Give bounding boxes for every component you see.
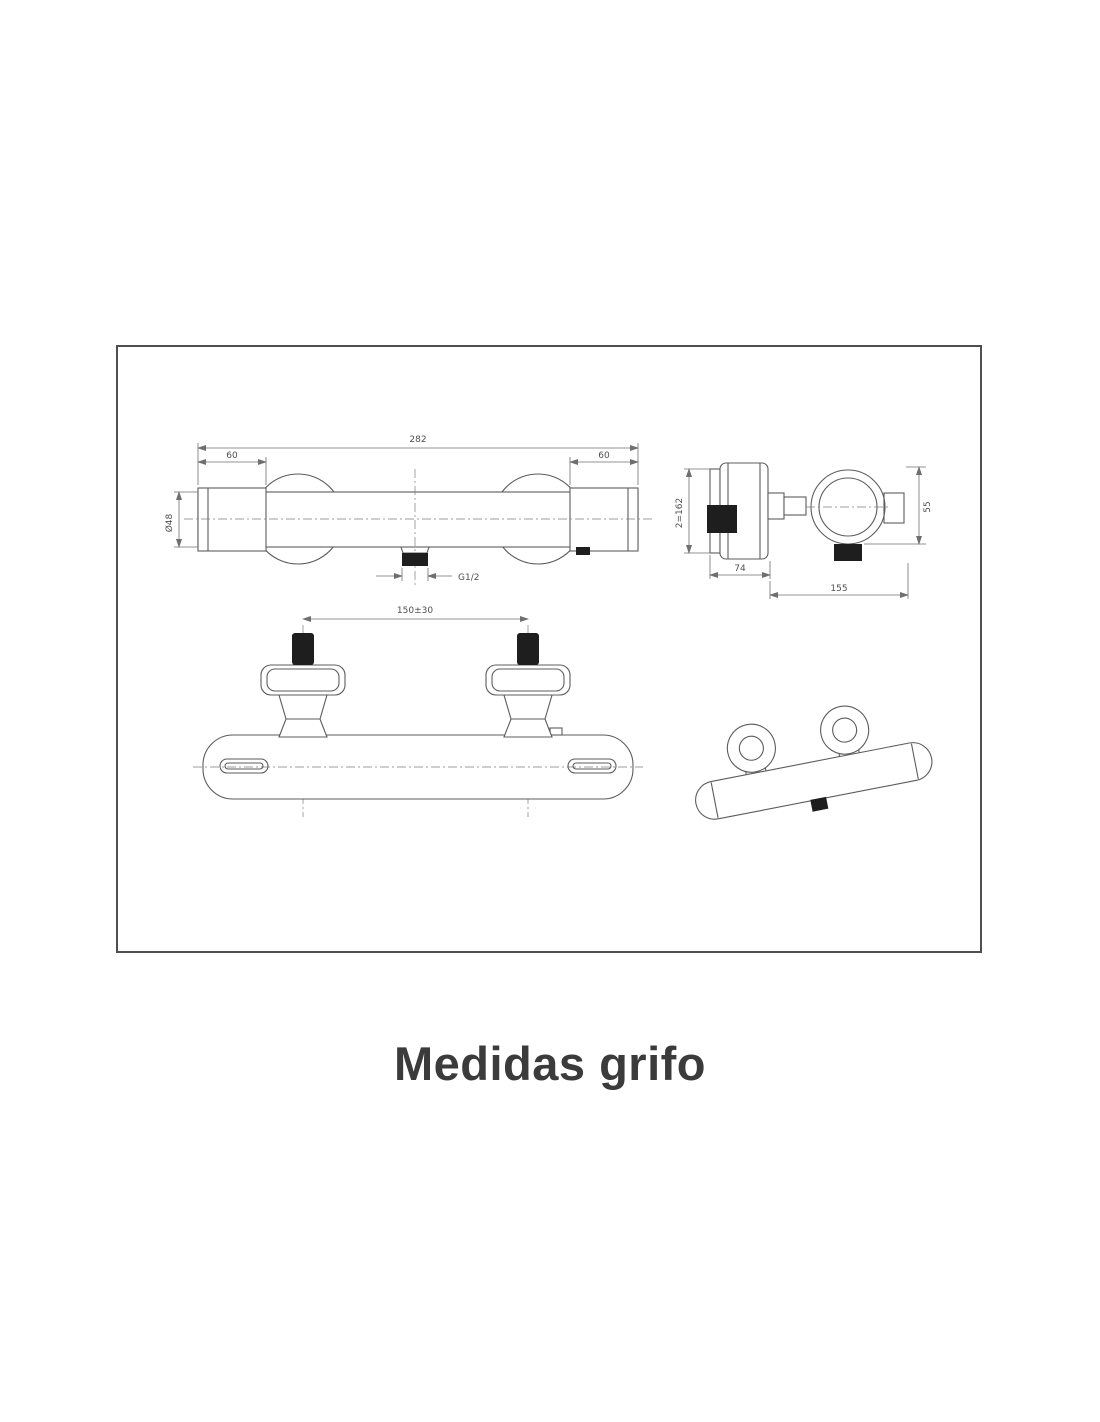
plan-bar-nub xyxy=(549,727,563,736)
dim-front-diameter: Ø48 xyxy=(164,491,198,548)
dim-side-flange-depth: 74 xyxy=(709,555,771,579)
side-knob-connector xyxy=(834,544,862,561)
side-view: 2=162 74 155 xyxy=(675,462,933,599)
drawing-frame: 282 60 60 xyxy=(116,345,982,953)
dim-front-right-end: 60 xyxy=(569,451,639,485)
left-end-slot-inner xyxy=(224,762,264,770)
right-handle xyxy=(569,487,639,552)
left-valve-lower-neck xyxy=(278,718,328,738)
dim-side-total-depth: 155 xyxy=(769,563,909,599)
dim-label-side-height: 2=162 xyxy=(675,498,685,528)
perspective-knob xyxy=(810,796,829,812)
dim-label-front-total: 282 xyxy=(409,435,426,445)
right-end-slot xyxy=(567,758,617,774)
top-view: 150±30 xyxy=(193,606,643,817)
right-valve-lower-neck xyxy=(503,718,553,738)
dim-side-height: 2=162 xyxy=(675,468,710,554)
side-right-bracket xyxy=(883,492,905,524)
caption: Medidas grifo xyxy=(393,1037,707,1090)
side-inlet-connector xyxy=(707,505,737,533)
left-handle xyxy=(197,487,267,552)
right-valve-assembly xyxy=(485,633,571,738)
right-valve-flange-inner xyxy=(491,668,565,692)
dim-label-front-outlet: G1/2 xyxy=(458,573,479,583)
right-valve-neck xyxy=(503,694,553,720)
dim-top-centers: 150±30 xyxy=(302,606,529,622)
flange-left-inner xyxy=(738,735,764,761)
front-view: 282 60 60 xyxy=(164,435,652,585)
left-valve-assembly xyxy=(260,633,346,738)
dim-front-outlet: G1/2 xyxy=(376,568,479,583)
left-valve-knob xyxy=(292,633,314,665)
flange-right-circle xyxy=(820,705,870,755)
left-valve-flange-inner xyxy=(266,668,340,692)
perspective-view xyxy=(695,705,933,820)
flange-right-inner xyxy=(832,717,858,743)
dim-label-side-flange-depth: 74 xyxy=(734,564,746,574)
dim-front-total: 282 xyxy=(197,435,639,485)
dim-label-front-left-end: 60 xyxy=(226,451,238,461)
flange-left-circle xyxy=(726,723,776,773)
s-union-outer xyxy=(767,492,785,520)
left-end-slot xyxy=(219,758,269,774)
right-end-slot-inner xyxy=(572,762,612,770)
outlet-connector xyxy=(402,553,428,566)
perspective-right-cap xyxy=(910,743,919,780)
left-valve-neck xyxy=(278,694,328,720)
s-union-inner xyxy=(783,496,807,516)
mixer-bar-body xyxy=(197,491,639,548)
perspective-left-cap xyxy=(710,782,719,818)
dim-side-handle: 55 xyxy=(864,466,933,545)
diverter-nub xyxy=(576,547,590,555)
dim-label-top-centers: 150±30 xyxy=(397,606,433,616)
faucet-technical-drawing: 282 60 60 xyxy=(164,435,933,820)
dim-front-left-end: 60 xyxy=(197,451,267,485)
dim-label-front-right-end: 60 xyxy=(598,451,610,461)
right-valve-knob xyxy=(517,633,539,665)
dim-label-side-handle: 55 xyxy=(923,501,933,512)
dim-label-front-diameter: Ø48 xyxy=(164,513,175,532)
dim-label-side-total-depth: 155 xyxy=(830,584,847,594)
